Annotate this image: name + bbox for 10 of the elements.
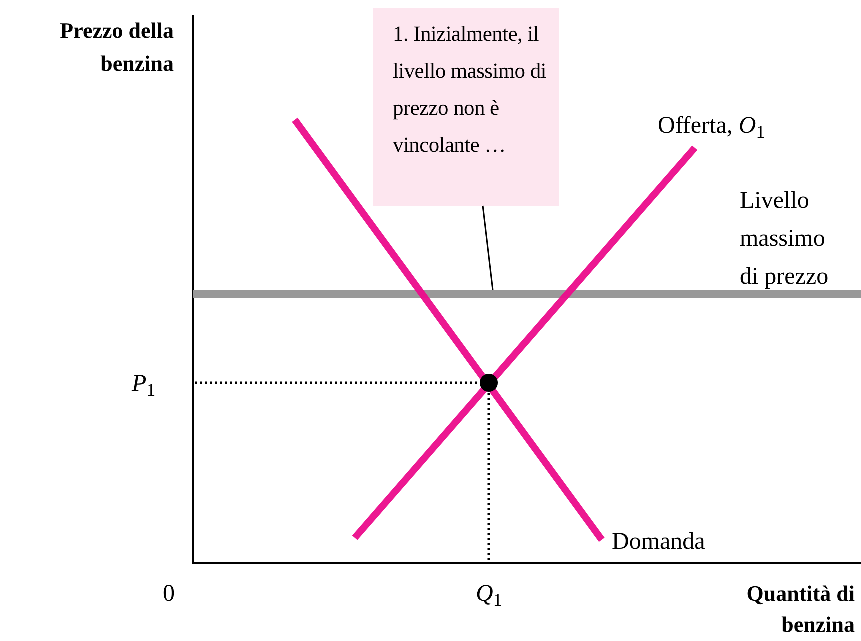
- curve-label: Livello massimo di prezzo: [740, 187, 830, 292]
- leader-line: [482, 206, 494, 290]
- callout-box: 1. Inizialmente, il livello massimo di prezzo non è vincolante …: [373, 8, 559, 206]
- y-axis-title: Prezzo della benzina: [59, 17, 174, 78]
- axis-value: P$_{1}$: [132, 370, 156, 402]
- axis-value: Q$_{1}$: [476, 580, 502, 612]
- curve-label: Offerta, O$_{1}$: [658, 112, 766, 144]
- axis-origin: 0: [163, 580, 175, 609]
- curve-label: Domanda: [612, 528, 706, 557]
- x-axis-title: Quantità di benzina: [746, 580, 855, 639]
